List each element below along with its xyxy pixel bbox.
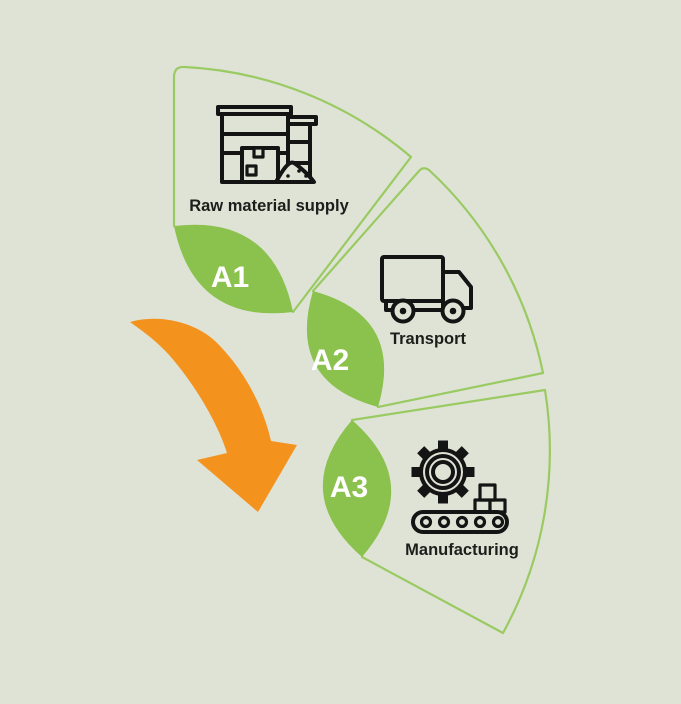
stage-code-a3: A3 bbox=[330, 471, 368, 504]
stage-badge-a2 bbox=[306, 291, 385, 407]
wedge-outline-transport bbox=[311, 167, 545, 409]
stage-manufacturing: Manufacturing A3 bbox=[322, 388, 551, 635]
stage-label-raw-material-supply: Raw material supply bbox=[189, 197, 349, 215]
stage-raw-material-supply: Raw material supply A1 bbox=[172, 65, 413, 314]
barrels-icon bbox=[216, 105, 318, 184]
wedge-outline-raw-material-supply bbox=[172, 65, 413, 314]
stage-transport: Transport A2 bbox=[306, 167, 545, 409]
stage-label-manufacturing: Manufacturing bbox=[405, 541, 519, 559]
truck-icon bbox=[380, 255, 473, 324]
stage-code-a1: A1 bbox=[211, 261, 249, 294]
wedge-outline-manufacturing bbox=[350, 388, 551, 635]
curved-flow-arrow-icon bbox=[130, 318, 297, 512]
stage-badge-a1 bbox=[174, 224, 293, 314]
stage-badge-a3 bbox=[322, 420, 392, 557]
stage-label-transport: Transport bbox=[390, 330, 467, 348]
stage-code-a2: A2 bbox=[311, 344, 349, 377]
gear-conveyor-icon bbox=[411, 440, 509, 534]
